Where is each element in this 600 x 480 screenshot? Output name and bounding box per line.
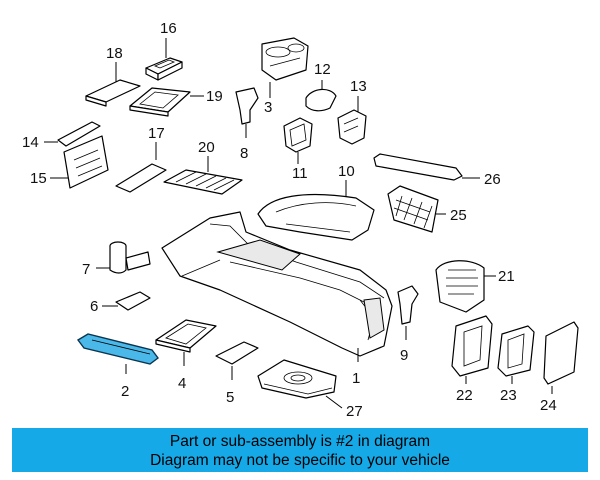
part-25 <box>387 185 439 233</box>
part-14 <box>57 121 101 147</box>
part-13 <box>337 109 367 145</box>
callout-5: 5 <box>226 389 234 406</box>
part-15 <box>63 135 109 189</box>
part-3 <box>261 37 309 81</box>
callout-24: 24 <box>540 397 557 414</box>
callout-25: 25 <box>450 207 467 224</box>
part-8 <box>235 87 259 125</box>
part-5 <box>215 341 259 365</box>
callout-21: 21 <box>498 268 515 285</box>
callout-26: 26 <box>484 171 501 188</box>
callout-20: 20 <box>198 139 215 156</box>
callout-1: 1 <box>352 370 360 387</box>
part-6 <box>115 291 151 311</box>
callout-7: 7 <box>82 261 90 278</box>
part-12 <box>305 88 337 112</box>
callout-2: 2 <box>121 383 129 400</box>
callout-4: 4 <box>178 375 186 392</box>
part-4 <box>155 319 217 353</box>
part-17 <box>115 163 167 193</box>
part-19 <box>129 87 191 117</box>
callout-8: 8 <box>240 145 248 162</box>
callout-23: 23 <box>500 387 517 404</box>
banner-line-2: Diagram may not be specific to your vehi… <box>150 452 450 469</box>
part-18 <box>85 79 141 107</box>
part-26 <box>373 153 463 181</box>
part-23 <box>497 325 535 377</box>
callout-18: 18 <box>106 45 123 62</box>
part-22 <box>451 315 493 377</box>
part-9 <box>397 285 419 325</box>
callout-13: 13 <box>350 78 367 95</box>
parts-diagram: 16 18 19 3 12 13 8 1 <box>22 20 579 420</box>
banner-line-1: Part or sub-assembly is #2 in diagram <box>169 433 431 450</box>
callout-15: 15 <box>30 170 47 187</box>
callout-14: 14 <box>22 134 39 151</box>
callout-17: 17 <box>148 125 165 142</box>
part-11 <box>283 117 313 153</box>
callout-10: 10 <box>338 163 355 180</box>
part-27 <box>257 359 337 399</box>
callout-11: 11 <box>292 165 308 182</box>
part-10 <box>257 193 375 241</box>
part-2 <box>76 333 159 365</box>
callout-22: 22 <box>456 387 473 404</box>
part-1 <box>161 211 393 357</box>
callout-12: 12 <box>314 61 331 78</box>
part-24 <box>543 321 579 385</box>
callout-3: 3 <box>264 99 272 116</box>
callout-6: 6 <box>90 298 98 315</box>
callout-9: 9 <box>400 347 408 364</box>
part-20 <box>163 169 243 195</box>
info-banner: Part or sub-assembly is #2 in diagram Di… <box>12 428 588 472</box>
callout-16: 16 <box>160 20 177 37</box>
callout-19: 19 <box>206 88 223 105</box>
part-7 <box>109 241 151 274</box>
part-16 <box>145 57 183 81</box>
part-21 <box>435 260 485 313</box>
leader-27 <box>325 395 343 409</box>
callout-27: 27 <box>346 403 363 420</box>
